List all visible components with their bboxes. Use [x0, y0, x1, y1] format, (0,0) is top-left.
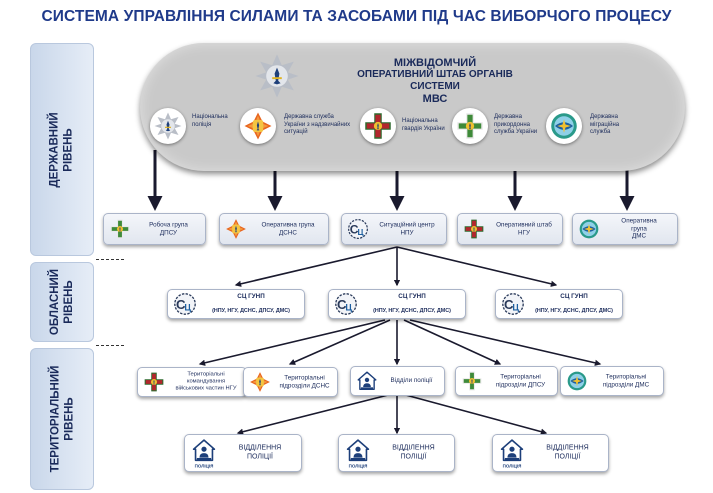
- police-department: ПОЛІЦІЯ ВІДДІЛЕННЯ ПОЛІЦІЇ: [184, 434, 302, 472]
- state-group-ngu: Оперативний штаб НГУ: [457, 213, 563, 245]
- police-station-icon: ПОЛІЦІЯ: [498, 438, 526, 469]
- police-station-icon: ПОЛІЦІЯ: [344, 438, 372, 469]
- state-group-npu: Ситуаційний центр НПУ: [341, 213, 447, 245]
- state-group-label: Робоча група ДПСУ: [149, 221, 188, 236]
- arrow-npu-region-3: [396, 246, 558, 287]
- regional-center-agencies: (НПУ, НГУ, ДСНС, ДПСУ, ДМС): [535, 307, 613, 314]
- ngu-emblem-icon: [463, 218, 485, 240]
- agency-label-dpsu: Державна прикордонна служба України: [494, 114, 538, 135]
- dsns-emblem-icon: [240, 108, 276, 144]
- territorial-unit-ngu: Територіальні командування військових ча…: [137, 367, 247, 397]
- police-sign: ПОЛІЦІЯ: [194, 463, 214, 469]
- situation-center-icon: [501, 292, 525, 316]
- arrow-npu-region-1: [234, 246, 398, 287]
- state-group-label: Оперативна група ДМС: [621, 217, 657, 240]
- level-state: ДЕРЖАВНИЙ РІВЕНЬ: [30, 43, 94, 256]
- arrow-region-dpsu: [403, 319, 502, 365]
- level-divider: [96, 345, 124, 346]
- state-group-dsns: Оперативна група ДСНС: [219, 213, 329, 245]
- police-department-label: ВІДДІЛЕННЯ ПОЛІЦІЇ: [546, 444, 589, 461]
- situation-center-icon: [334, 292, 358, 316]
- agency-label-dsns: Державна служба України з надзвичайних с…: [284, 114, 351, 135]
- level-territorial: ТЕРИТОРІАЛЬНИЙ РІВЕНЬ: [30, 348, 94, 490]
- border-guard-emblem-icon: [452, 108, 488, 144]
- state-group-dms: Оперативна група ДМС: [572, 213, 678, 245]
- state-group-label: Оперативна група ДСНС: [261, 221, 315, 236]
- diagram-title: СИСТЕМА УПРАВЛІННЯ СИЛАМИ ТА ЗАСОБАМИ ПІ…: [41, 8, 672, 25]
- border-guard-emblem-icon: [461, 370, 483, 392]
- territorial-unit-dsns: Територіальні підрозділи ДСНС: [243, 367, 338, 397]
- regional-center-agencies: (НПУ, НГУ, ДСНС, ДПСУ, ДМС): [212, 307, 290, 314]
- state-group-label: Оперативний штаб НГУ: [496, 221, 552, 236]
- police-station-icon: [356, 370, 378, 392]
- state-group-dpsu: Робоча група ДПСУ: [103, 213, 206, 245]
- police-department: ПОЛІЦІЯ ВІДДІЛЕННЯ ПОЛІЦІЇ: [338, 434, 455, 472]
- regional-center-title: СЦ ГУНП: [237, 292, 265, 300]
- arrow-region-ngu: [198, 319, 386, 366]
- situation-center-icon: [173, 292, 197, 316]
- interagency-headquarters: [140, 43, 685, 171]
- regional-center-text: СЦ ГУНП (НПУ, НГУ, ДСНС, ДПСУ, ДМС): [528, 285, 620, 323]
- migration-emblem-icon: [546, 108, 582, 144]
- ngu-emblem-icon: [143, 371, 165, 393]
- headquarters-title-line: ОПЕРАТИВНИЙ ШТАБ ОРГАНІВ: [357, 69, 513, 80]
- territorial-unit-dms: Територіальні підрозділи ДМС: [560, 366, 664, 396]
- territorial-unit-police: Відділи поліції: [350, 366, 445, 396]
- regional-center-text: СЦ ГУНП (НПУ, НГУ, ДСНС, ДПСУ, ДМС): [200, 285, 302, 323]
- agency-label-ngu: Національна гвардія України: [402, 118, 445, 132]
- police-department-label: ВІДДІЛЕННЯ ПОЛІЦІЇ: [392, 444, 435, 461]
- dsns-emblem-icon: [225, 218, 247, 240]
- territorial-unit-label: Територіальні командування військових ча…: [175, 371, 237, 392]
- police-sign: ПОЛІЦІЯ: [502, 463, 522, 469]
- territorial-unit-label: Територіальні підрозділи ДСНС: [279, 374, 330, 389]
- arrow-region-dms: [409, 319, 602, 366]
- regional-center: СЦ ГУНП (НПУ, НГУ, ДСНС, ДПСУ, ДМС): [328, 289, 466, 319]
- territorial-unit-label: Територіальні підрозділи ДМС: [602, 373, 650, 388]
- agency-label-police: Національна поліція: [192, 114, 228, 128]
- migration-emblem-icon: [566, 370, 588, 392]
- territorial-unit-label: Відділи поліції: [390, 377, 433, 385]
- level-divider: [96, 259, 124, 260]
- regional-center-title: СЦ ГУНП: [560, 292, 588, 300]
- dsns-emblem-icon: [249, 371, 271, 393]
- agency-label-dms: Державна міграційна служба: [590, 114, 620, 135]
- arrow-region-dsns: [288, 319, 391, 365]
- regional-center-agencies: (НПУ, НГУ, ДСНС, ДПСУ, ДМС): [373, 307, 451, 314]
- arrow-police-station-1: [236, 393, 393, 435]
- headquarters-title-line: МІЖВІДОМЧИЙ: [393, 57, 477, 69]
- regional-center: СЦ ГУНП (НПУ, НГУ, ДСНС, ДПСУ, ДМС): [167, 289, 305, 319]
- migration-emblem-icon: [578, 218, 600, 240]
- headquarters-title-line: МВС: [422, 93, 448, 105]
- police-department: ПОЛІЦІЯ ВІДДІЛЕННЯ ПОЛІЦІЇ: [492, 434, 609, 472]
- territorial-unit-label: Територіальні підрозділи ДПСУ: [495, 373, 546, 388]
- ngu-emblem-icon: [360, 108, 396, 144]
- police-station-icon: ПОЛІЦІЯ: [190, 438, 218, 469]
- headquarters-title: МІЖВІДОМЧИЙ ОПЕРАТИВНИЙ ШТАБ ОРГАНІВ СИС…: [330, 57, 540, 105]
- regional-center-text: СЦ ГУНП (НПУ, НГУ, ДСНС, ДПСУ, ДМС): [361, 285, 463, 323]
- arrow-police-station-3: [401, 393, 548, 435]
- border-guard-emblem-icon: [109, 218, 131, 240]
- mvs-emblem-icon: [253, 52, 301, 100]
- state-group-label: Ситуаційний центр НПУ: [379, 221, 435, 236]
- headquarters-title-line: СИСТЕМИ: [410, 81, 460, 92]
- regional-center: СЦ ГУНП (НПУ, НГУ, ДСНС, ДПСУ, ДМС): [495, 289, 623, 319]
- police-department-label: ВІДДІЛЕННЯ ПОЛІЦІЇ: [238, 444, 282, 461]
- situation-center-icon: [347, 218, 369, 240]
- police-sign: ПОЛІЦІЯ: [348, 463, 368, 469]
- level-regional: ОБЛАСНИЙ РІВЕНЬ: [30, 262, 94, 342]
- territorial-unit-dpsu: Територіальні підрозділи ДПСУ: [455, 366, 558, 396]
- police-emblem-icon: [150, 108, 186, 144]
- regional-center-title: СЦ ГУНП: [398, 292, 426, 300]
